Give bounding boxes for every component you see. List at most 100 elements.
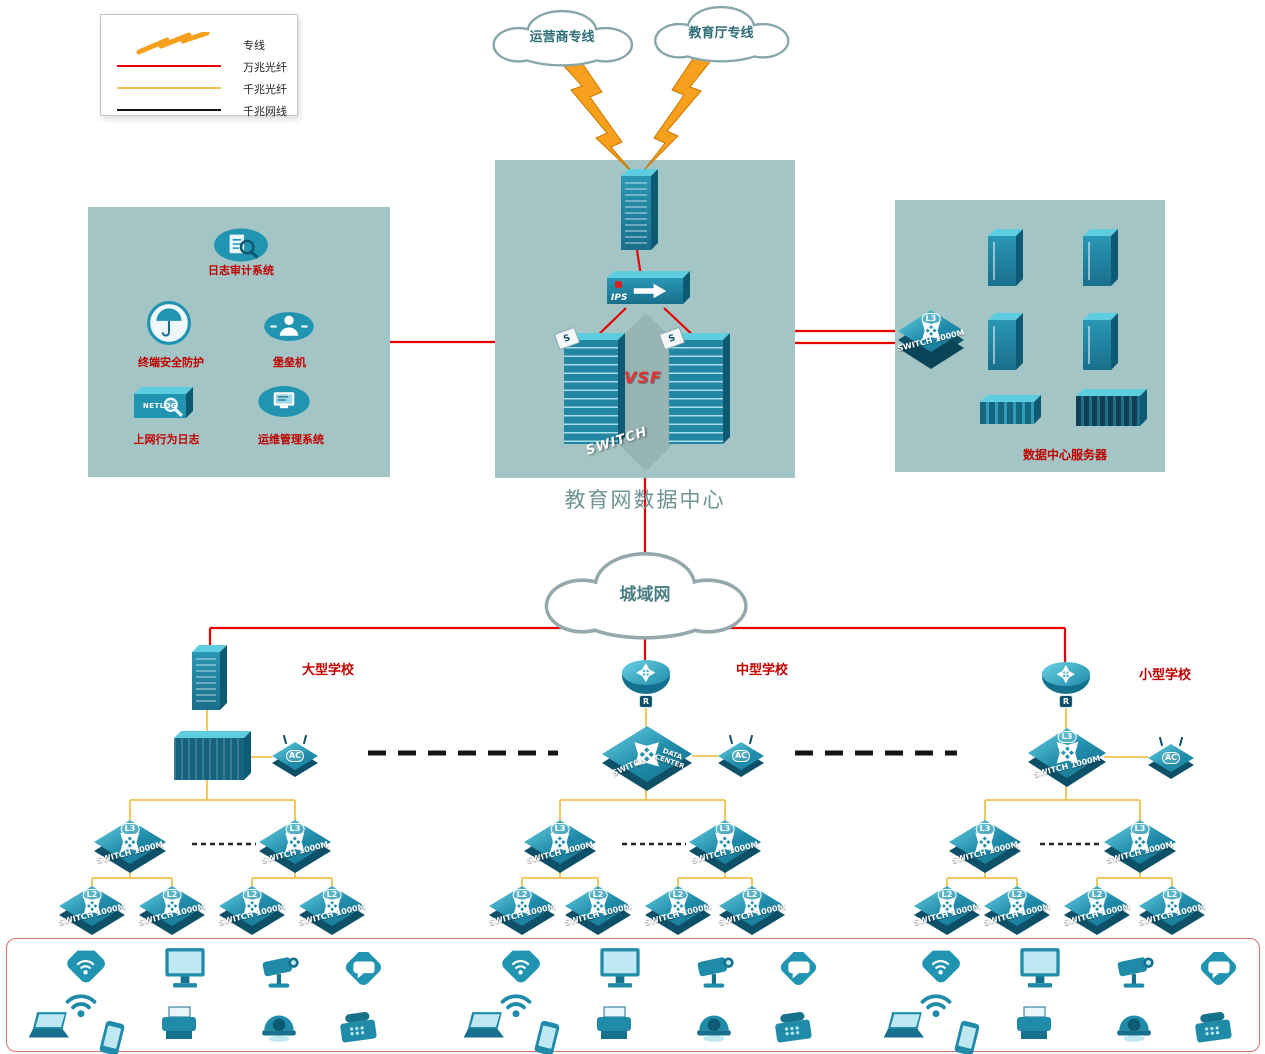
blade-rack	[1076, 396, 1140, 426]
ips-label: IPS	[611, 293, 628, 303]
switch-type-badge: L3	[1057, 731, 1077, 744]
switch-type-badge: L2	[82, 889, 102, 902]
legend-line-10g	[117, 65, 221, 67]
dome-camera-icon	[693, 1006, 735, 1046]
smartphone-icon	[531, 1020, 563, 1054]
large-school-label: 大型学校	[301, 663, 354, 678]
switch-type-badge: L2	[512, 889, 532, 902]
legend-label-dedicated: 专线	[243, 39, 265, 52]
tower-slots	[196, 658, 216, 704]
wlan-ap-icon	[60, 950, 110, 986]
switch-type-badge: L2	[742, 889, 762, 902]
antenna-icon	[1158, 736, 1164, 747]
l2-switch: L2 SWITCH 1000M	[913, 886, 981, 927]
server-panel-line	[1088, 326, 1090, 364]
server-tower	[1083, 236, 1111, 286]
server-panel-line	[1088, 242, 1090, 280]
fax-phone-icon	[334, 1010, 386, 1048]
switch-type-badge: L3	[550, 823, 570, 836]
core-switch-right	[669, 340, 723, 444]
wlan-ap-icon	[495, 950, 545, 986]
lightning-bolt-carrier	[552, 49, 635, 175]
education-cloud: 教育厅专线	[645, 2, 797, 64]
l2-switch: L2 SWITCH 1000M	[983, 886, 1051, 927]
carrier-cloud: 运营商专线	[483, 6, 641, 68]
fax-phone-icon	[769, 1010, 821, 1048]
switch-type-badge: L3	[120, 823, 140, 836]
chat-terminal-icon	[775, 952, 823, 988]
large-school-server-tower	[192, 652, 220, 710]
small-school-core-switch: L3 SWITCH 1000M	[1028, 728, 1106, 779]
switch-type-badge: L2	[1087, 889, 1107, 902]
switch-type-badge: L2	[588, 889, 608, 902]
small-school-router: R	[1042, 662, 1090, 708]
l3-switch: L3 SWITCH 1000M	[524, 820, 596, 865]
netlog-label: NETLOG	[142, 402, 178, 410]
switch-type-badge: L2	[1162, 889, 1182, 902]
legend-line-1g-cable	[117, 109, 221, 111]
smartphone-icon	[951, 1020, 983, 1054]
netlog-system-label: 上网行为日志	[133, 433, 200, 446]
smartphone-icon	[96, 1020, 128, 1054]
legend-line-1g-fiber	[117, 87, 221, 89]
ops-management-icon	[256, 384, 312, 419]
ips-logo-icon	[615, 281, 622, 288]
l2-switch: L2 SWITCH 1000M	[1138, 886, 1206, 927]
l3-switch: L3 SWITCH 1000M	[949, 820, 1021, 865]
switch-type-badge: L2	[162, 889, 182, 902]
education-cloud-label: 教育厅专线	[688, 25, 754, 41]
antenna-icon	[302, 734, 308, 745]
ips-arrow-icon	[629, 282, 671, 300]
chat-terminal-icon	[1195, 952, 1243, 988]
medium-school-datacenter-switch: SWITCH DATA CENTER	[602, 726, 692, 782]
chat-terminal-icon	[340, 952, 388, 988]
l2-switch: L2 SWITCH 1000M	[488, 886, 556, 927]
man-cloud-label: 城域网	[619, 584, 671, 605]
dome-camera-icon	[258, 1006, 300, 1046]
endpoint-protection-label: 终端安全防护	[138, 356, 204, 369]
cctv-camera-icon	[256, 950, 306, 992]
l2-switch: L2 SWITCH 1000M	[718, 886, 786, 927]
bastion-host-label: 堡垒机	[273, 356, 306, 369]
switch-type-badge: L3	[921, 313, 941, 326]
audit-system-label: 日志审计系统	[208, 264, 274, 277]
legend: 专线 万兆光纤 千兆光纤 千兆网线	[100, 14, 298, 118]
cloud-shape	[654, 5, 790, 63]
wlan-ap-icon	[915, 950, 965, 986]
ac-label: AC	[1161, 751, 1181, 765]
server-tower	[988, 320, 1016, 370]
switch-type-badge: L2	[937, 889, 957, 902]
printer-icon	[591, 1004, 639, 1046]
legend-label-1g-fiber: 千兆光纤	[243, 83, 287, 96]
large-school-core-device	[174, 738, 244, 780]
fax-phone-icon	[1189, 1010, 1241, 1048]
core-firewall-tower	[621, 176, 651, 250]
vsf-label: VSF	[624, 368, 662, 387]
l2-switch: L2 SWITCH 1000M	[564, 886, 632, 927]
cctv-camera-icon	[691, 950, 741, 992]
legend-label-10g: 万兆光纤	[243, 61, 287, 74]
ac-label: AC	[285, 749, 305, 763]
medium-school-label: 中型学校	[735, 663, 788, 678]
switch-type-badge: L2	[322, 889, 342, 902]
l3-switch: L3 SWITCH 1000M	[689, 820, 761, 865]
l3-switch: L3 SWITCH 1000M	[259, 820, 331, 865]
medium-school-router: R	[622, 660, 670, 708]
storage-rack	[980, 402, 1034, 424]
l2-switch: L2 SWITCH 1000M	[644, 886, 712, 927]
server-tower	[988, 236, 1016, 286]
switch-type-badge: L2	[242, 889, 262, 902]
printer-icon	[1011, 1004, 1059, 1046]
switch-type-badge: L2	[668, 889, 688, 902]
router-badge: R	[638, 694, 654, 708]
endpoint-protection-icon	[146, 300, 192, 346]
router-badge: R	[1058, 694, 1074, 708]
audit-system-icon	[212, 226, 270, 264]
ops-management-label: 运维管理系统	[258, 433, 324, 446]
server-panel-line	[993, 242, 995, 280]
legend-label-1g-cable: 千兆网线	[243, 105, 287, 118]
small-school-ac-controller: AC	[1148, 736, 1194, 772]
desktop-monitor-icon	[158, 946, 212, 994]
ac-label: AC	[731, 749, 751, 763]
